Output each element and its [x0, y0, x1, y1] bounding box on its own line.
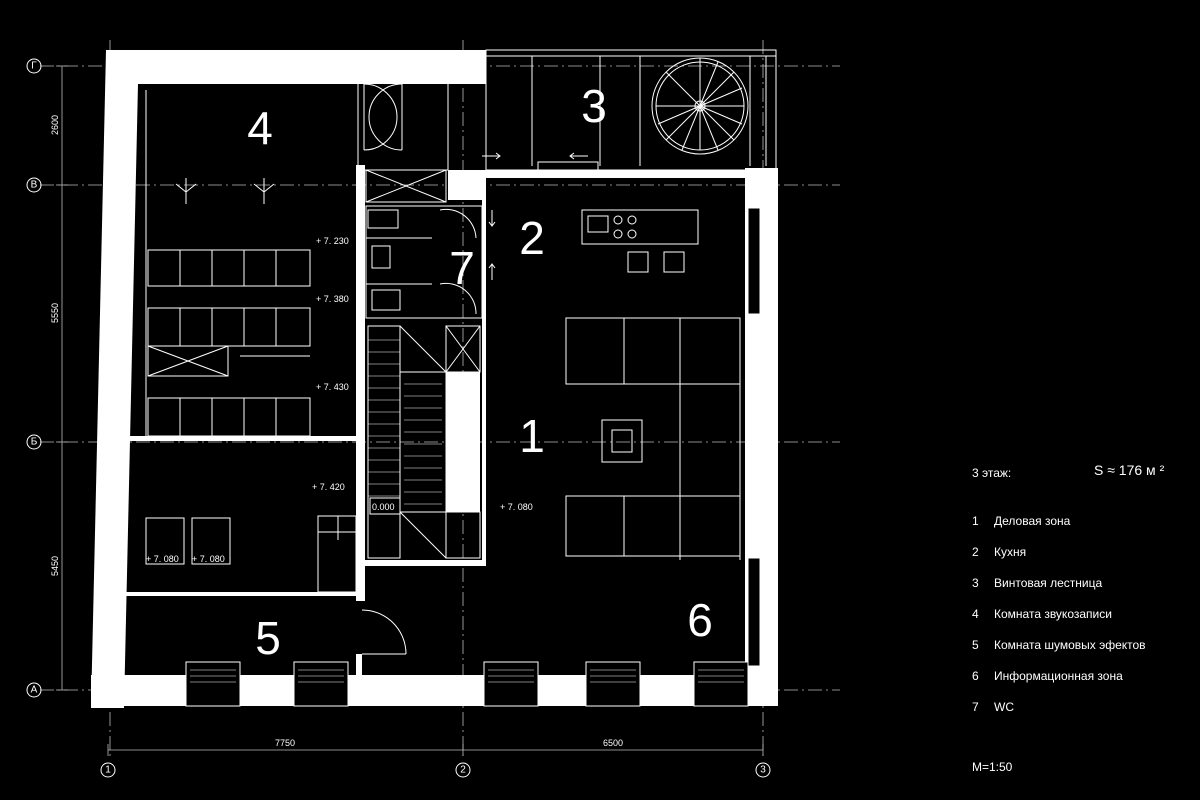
list-item: 4 Комната звукозаписи	[972, 599, 1182, 630]
room-list-number: 1	[972, 514, 979, 528]
room-number-7: 7	[449, 242, 475, 294]
elevation-box	[369, 497, 401, 515]
room-list-number: 5	[972, 638, 979, 652]
wc-room	[365, 169, 483, 319]
axis-markers	[26, 58, 771, 778]
arrows	[482, 152, 588, 280]
elevation-mark: 0.000	[372, 502, 395, 512]
sound-effects-room	[145, 515, 407, 655]
scale-label: M=1:50	[972, 760, 1013, 774]
legend: 3 этаж: S ≈ 176 м ² 1 Деловая зона 2 Кухня…	[972, 462, 1182, 774]
sound-recording-room	[138, 79, 449, 437]
room-list-number: 3	[972, 576, 979, 590]
axis-label-row-b: Б	[31, 437, 38, 448]
room-list-number: 4	[972, 607, 979, 621]
list-item: 5 Комната шумовых эфектов	[972, 630, 1182, 661]
elevation-mark: + 7. 080	[146, 554, 179, 564]
axis-label-row-v: В	[31, 180, 38, 191]
list-item: 3 Винтовая лестница	[972, 568, 1182, 599]
axis-label-col-3: 3	[760, 765, 766, 776]
list-item: 7 WC	[972, 692, 1182, 723]
room-number-1: 1	[519, 410, 545, 462]
dimension-left-bottom: 5450	[50, 556, 60, 576]
business-zone	[565, 317, 741, 560]
room-list-number: 7	[972, 700, 979, 714]
elevation-mark: + 7. 430	[316, 382, 349, 392]
axis-label-row-g: Г	[31, 61, 37, 72]
room-list-label: Информационная зона	[994, 669, 1123, 683]
dimension-left-middle: 5550	[50, 303, 60, 323]
axis-label-row-a: А	[31, 685, 38, 696]
axis-grid	[40, 40, 840, 760]
room-list-label: Комната шумовых эфектов	[994, 638, 1146, 652]
dimension-lines	[56, 65, 764, 756]
elevation-mark: + 7. 080	[500, 502, 533, 512]
axis-label-col-2: 2	[460, 765, 466, 776]
floor-label: 3 этаж:	[972, 466, 1012, 480]
room-number-6: 6	[687, 594, 713, 646]
room-number-3: 3	[581, 80, 607, 132]
list-item: 2 Кухня	[972, 537, 1182, 568]
elevation-mark: + 7. 420	[312, 482, 345, 492]
staircase	[367, 325, 481, 559]
exterior-walls	[91, 50, 778, 708]
elevation-mark: + 7. 230	[316, 236, 349, 246]
kitchen	[581, 209, 699, 273]
dimension-bottom-right: 6500	[603, 738, 623, 748]
spiral-stair-area	[485, 49, 777, 171]
room-number-5: 5	[255, 612, 281, 664]
room-list-number: 6	[972, 669, 979, 683]
room-list-label: WC	[994, 700, 1014, 714]
legend-header: 3 этаж: S ≈ 176 м ²	[972, 462, 1182, 482]
room-number-2: 2	[519, 212, 545, 264]
room-list-label: Кухня	[994, 545, 1027, 559]
elevation-mark: + 7. 080	[192, 554, 225, 564]
south-windows	[185, 661, 749, 707]
list-item: 6 Информационная зона	[972, 661, 1182, 692]
axis-label-col-1: 1	[105, 765, 111, 776]
elevation-mark: + 7. 380	[316, 294, 349, 304]
room-list-label: Деловая зона	[994, 514, 1071, 528]
room-number-4: 4	[247, 102, 273, 154]
room-list-label: Комната звукозаписи	[994, 607, 1112, 621]
east-windows	[747, 207, 761, 667]
room-list-number: 2	[972, 545, 979, 559]
dimension-bottom-left: 7750	[275, 738, 295, 748]
list-item: 1 Деловая зона	[972, 506, 1182, 537]
area-label: S ≈ 176 м ²	[1094, 462, 1165, 478]
interior-walls	[126, 165, 748, 678]
dimension-left-top: 2600	[50, 115, 60, 135]
room-list-label: Винтовая лестница	[994, 576, 1103, 590]
